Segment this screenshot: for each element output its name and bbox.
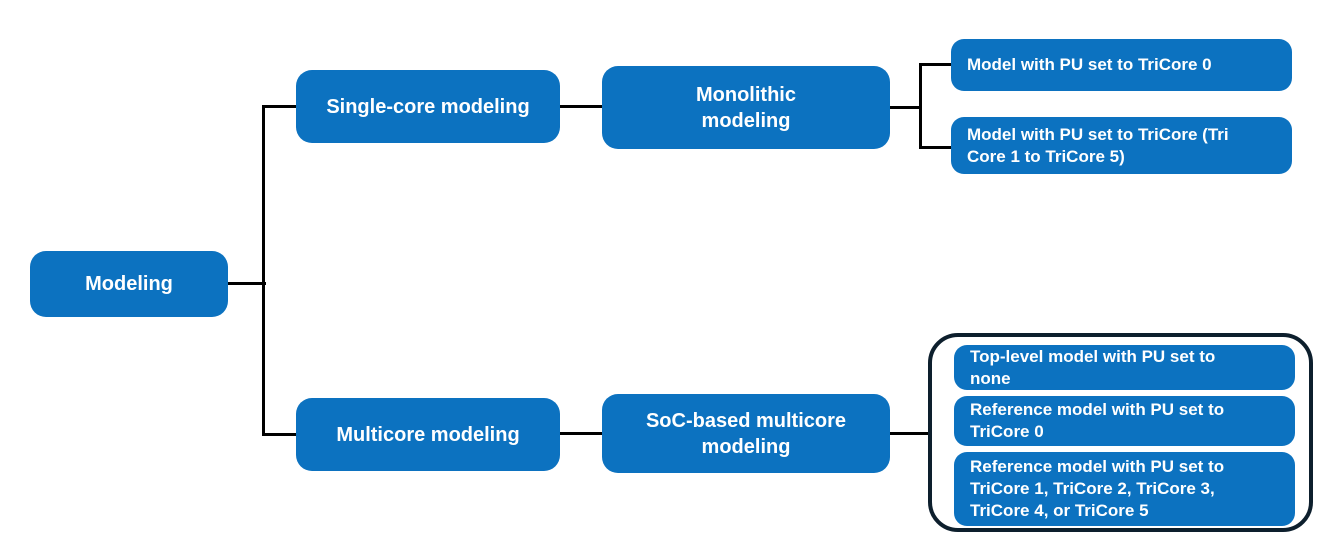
- connector-left-trunk: [262, 105, 265, 436]
- node-top-level-pu-none: Top-level model with PU set to none: [954, 345, 1295, 390]
- node-soc-based-multicore-modeling: SoC-based multicore modeling: [602, 394, 890, 473]
- node-reference-pu-tricore1-5: Reference model with PU set to TriCore 1…: [954, 452, 1295, 526]
- connector-trunk-singlecore: [262, 105, 299, 108]
- connector-monolithic-junction: [888, 106, 922, 109]
- connector-root-trunk: [228, 282, 266, 285]
- connector-right-trunk: [919, 63, 922, 149]
- node-model-pu-tricore0: Model with PU set to TriCore 0: [951, 39, 1292, 91]
- node-single-core-modeling: Single-core modeling: [296, 70, 560, 143]
- connector-trunk-leaf1: [919, 63, 954, 66]
- node-reference-pu-tricore0: Reference model with PU set to TriCore 0: [954, 396, 1295, 446]
- node-model-pu-tricore1-5: Model with PU set to TriCore (Tri Core 1…: [951, 117, 1292, 174]
- connector-trunk-multicore: [262, 433, 299, 436]
- node-modeling: Modeling: [30, 251, 228, 317]
- connector-soc-group: [888, 432, 930, 435]
- connector-singlecore-monolithic: [557, 105, 605, 108]
- node-monolithic-modeling: Monolithic modeling: [602, 66, 890, 149]
- node-multicore-modeling: Multicore modeling: [296, 398, 560, 471]
- connector-trunk-leaf2: [919, 146, 954, 149]
- connector-multicore-soc: [557, 432, 605, 435]
- soc-leaf-group: Top-level model with PU set to none Refe…: [928, 333, 1313, 532]
